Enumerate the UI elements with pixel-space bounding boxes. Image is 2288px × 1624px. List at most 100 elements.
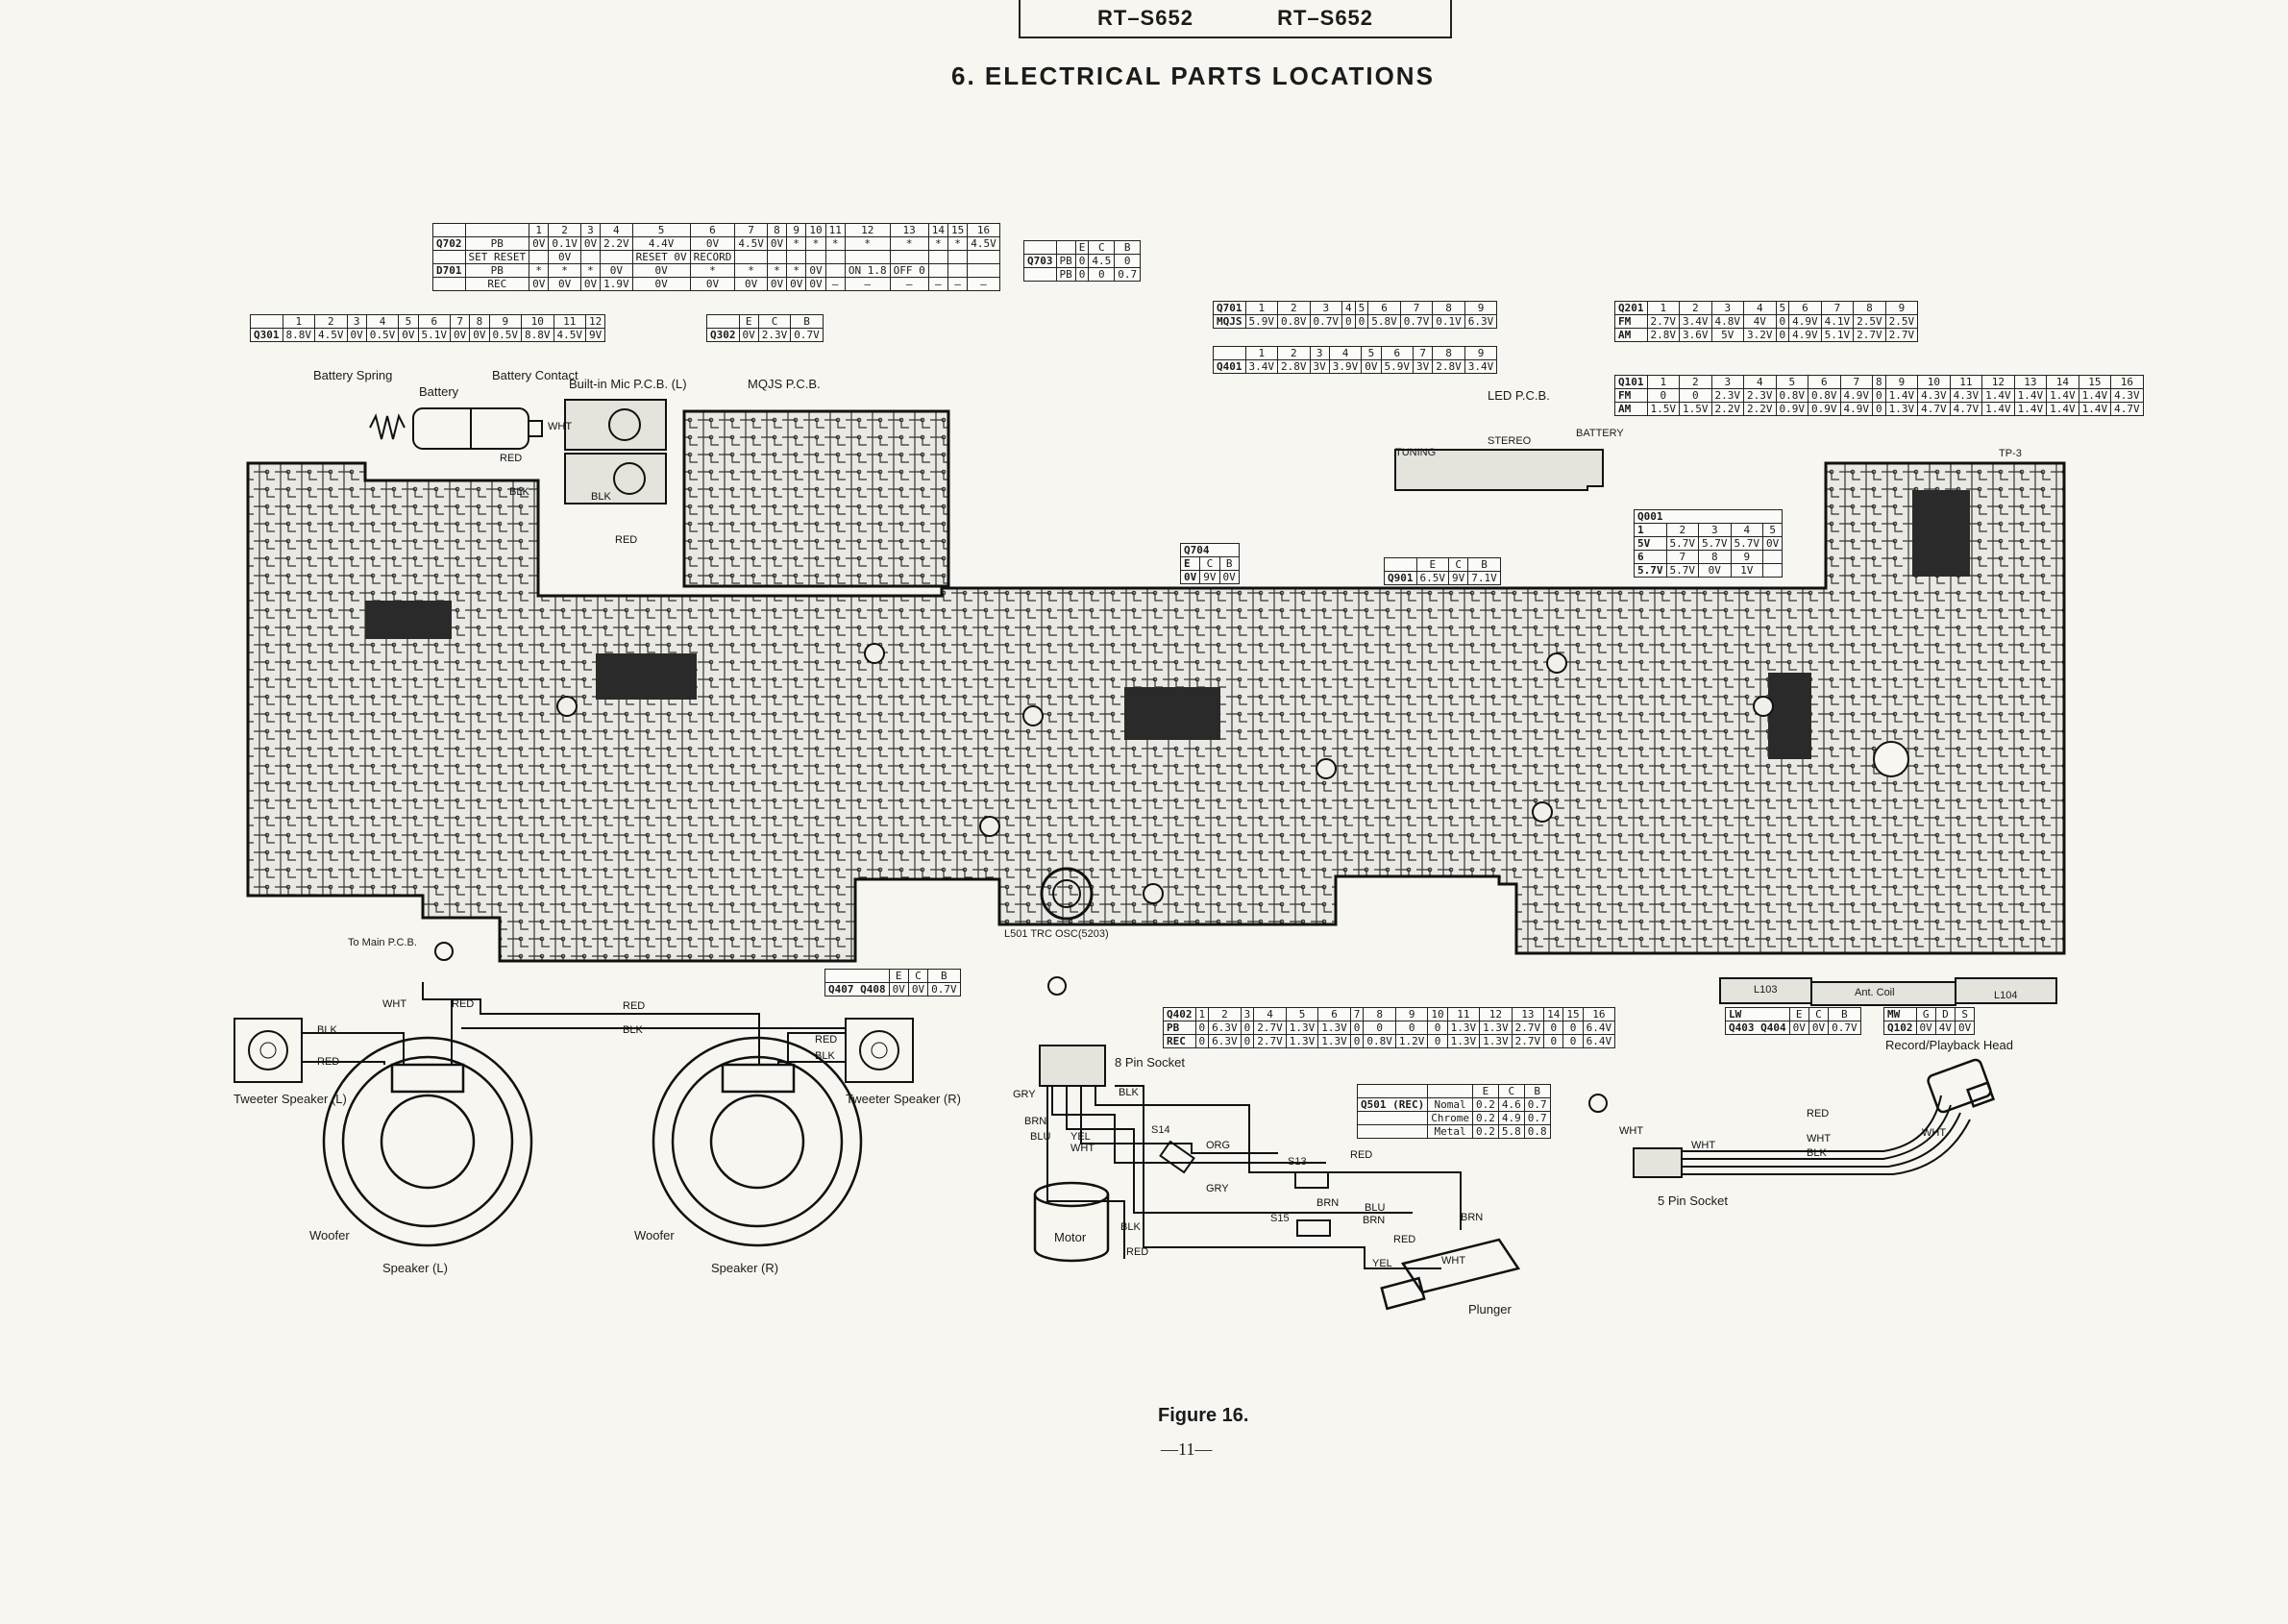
- table-cell: 2.7V: [1253, 1034, 1287, 1048]
- led-pcb: [1394, 449, 1604, 491]
- svg-text:BRN: BRN: [1461, 1212, 1483, 1223]
- table-cell: 9V: [584, 328, 606, 342]
- label-l104: L104: [1994, 990, 2018, 1001]
- table-cell: 2.7V: [1853, 328, 1886, 342]
- table-cell: 4.9V: [1788, 328, 1822, 342]
- table-cell: 0.8V: [1277, 314, 1311, 329]
- table-cell: [1761, 563, 1784, 578]
- table-cell: 7: [1412, 346, 1434, 360]
- label-s14: S14: [1151, 1124, 1170, 1136]
- figure-caption: Figure 16.: [1158, 1405, 1249, 1426]
- table-cell: 0V: [738, 328, 759, 342]
- tweeter-l: [234, 1018, 303, 1083]
- plunger-shape: [1380, 1238, 1521, 1311]
- table-cell: RESET 0V: [631, 250, 691, 264]
- ic-q402: [1124, 687, 1220, 740]
- table-cell: 0V: [1808, 1021, 1830, 1035]
- table-cell: 1V: [1730, 563, 1763, 578]
- table-cell: 0.2: [1471, 1124, 1499, 1139]
- lower-board-l103: [1719, 977, 1812, 1004]
- table-cell: 2.5V: [1884, 314, 1919, 329]
- table-cell: 5.7V: [1665, 563, 1699, 578]
- svg-text:WHT: WHT: [1619, 1125, 1643, 1137]
- table-cell: [1356, 1124, 1429, 1139]
- table-cell: 11: [1949, 375, 1983, 389]
- table-cell: 0.8: [1523, 1124, 1551, 1139]
- table-cell: 2.2V: [600, 236, 633, 251]
- label-speaker-r: Speaker (R): [711, 1261, 779, 1275]
- label-plunger: Plunger: [1468, 1302, 1512, 1316]
- svg-text:RED: RED: [317, 1056, 339, 1068]
- table-cell: 9: [1464, 301, 1498, 315]
- table-cell: 1.3V: [1884, 402, 1919, 416]
- table-cell: Q402: [1163, 1007, 1196, 1021]
- table-cell: 0V: [1361, 359, 1382, 374]
- table-cell: 5.7V: [1698, 536, 1732, 551]
- tuning-hole: [1873, 741, 1909, 777]
- svg-text:BRN: BRN: [1024, 1116, 1046, 1127]
- svg-text:RED: RED: [1126, 1246, 1148, 1258]
- table-cell: REC: [1163, 1034, 1196, 1048]
- table-cell: 0: [1562, 1034, 1584, 1048]
- table-cell: 1.4V: [2013, 402, 2048, 416]
- table-cell: 3.4V: [1244, 359, 1278, 374]
- svg-text:RED: RED: [615, 534, 637, 546]
- table-cell: SET RESET: [464, 250, 530, 264]
- ic-q101: [1912, 490, 1970, 577]
- socket-5pin: [1633, 1147, 1683, 1178]
- svg-text:RED: RED: [500, 453, 522, 464]
- table-cell: 0V: [579, 277, 602, 291]
- table-cell: *: [947, 236, 969, 251]
- model-header: RT–S652 RT–S652: [1019, 0, 1453, 38]
- switch-s13: [1294, 1171, 1329, 1189]
- table-cell: 0V: [1915, 1021, 1936, 1035]
- table-cell: 2.8V: [1432, 359, 1465, 374]
- table-cell: 0V: [469, 328, 490, 342]
- table-cell: 3V: [1309, 359, 1330, 374]
- table-cell: 0.7V: [1399, 314, 1434, 329]
- label-tweeter-r: Tweeter Speaker (R): [846, 1092, 961, 1106]
- table-cell: 0.8V: [1363, 1034, 1396, 1048]
- table-cell: 0V: [766, 277, 788, 291]
- table-cell: 0V: [600, 263, 633, 278]
- trc-osc-coil: [1040, 867, 1094, 921]
- label-8pin-socket: 8 Pin Socket: [1115, 1055, 1185, 1070]
- svg-text:GRY: GRY: [1206, 1183, 1229, 1194]
- table-cell: 0V: [766, 236, 788, 251]
- table-cell: 0V: [734, 277, 768, 291]
- table-cell: 0V: [907, 982, 929, 997]
- table-cell: 0: [1543, 1034, 1564, 1048]
- table-cell: 1.4V: [1981, 402, 2015, 416]
- table-cell: 16: [2110, 375, 2144, 389]
- mic-pcb-l: [564, 399, 667, 451]
- svg-text:BLK: BLK: [591, 491, 611, 503]
- table-cell: 0V: [1698, 563, 1732, 578]
- table-cell: 5V: [1710, 328, 1744, 342]
- table-cell: Q301: [250, 328, 283, 342]
- table-cell: 8.8V: [282, 328, 315, 342]
- label-rec-head: Record/Playback Head: [1885, 1038, 2013, 1052]
- svg-text:YEL: YEL: [1070, 1131, 1091, 1143]
- table-cell: 4.5V: [553, 328, 586, 342]
- table-cell: 16: [1582, 1007, 1616, 1021]
- label-builtin-mic: Built-in Mic P.C.B. (L): [569, 377, 687, 391]
- table-cell: 1.5V: [1646, 402, 1680, 416]
- label-mqjs-pcb: MQJS P.C.B.: [748, 377, 821, 391]
